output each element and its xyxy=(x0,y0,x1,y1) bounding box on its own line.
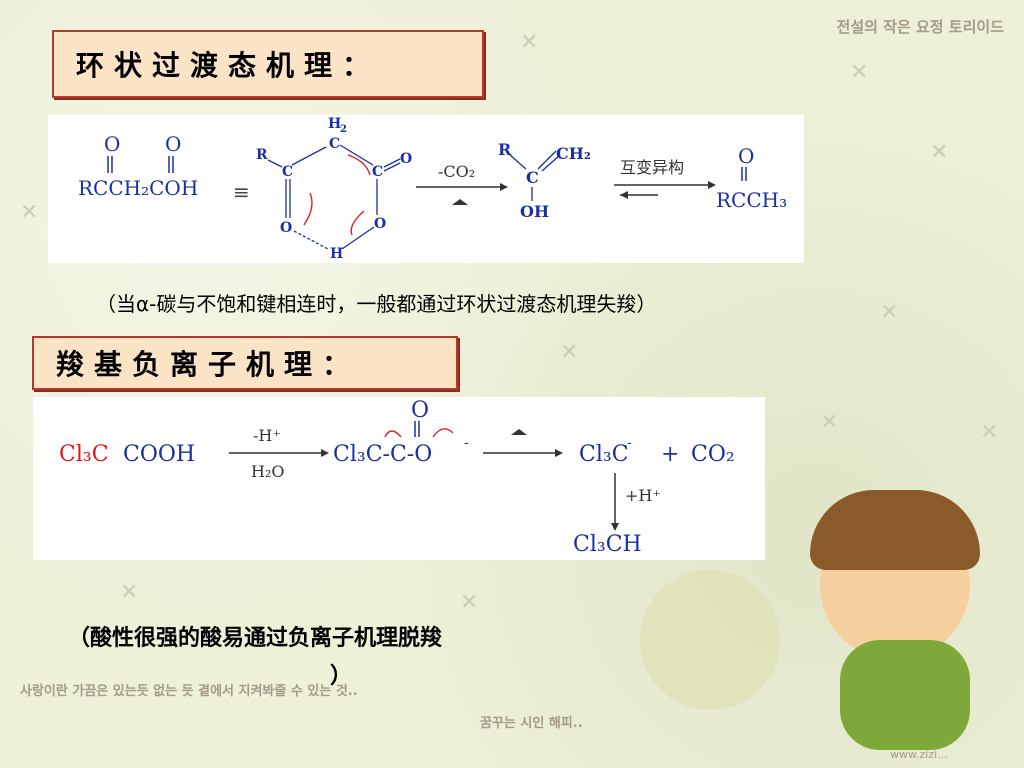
ring-o-left: O xyxy=(280,220,292,236)
carboxylate-mechanism-svg: Cl₃C COOH -H⁺ H₂O O Cl₃C-C-O - Cl₃C - + … xyxy=(59,398,735,557)
arrow1-label: -CO₂ xyxy=(438,162,475,181)
anion-charge: - xyxy=(464,435,469,451)
equivalence-sign: ≡ xyxy=(233,180,250,204)
ring-c-right: C xyxy=(372,164,383,180)
ring-r: R xyxy=(256,147,268,163)
anion-o: O xyxy=(411,398,429,423)
decor-x-mark: ✕ xyxy=(20,200,39,225)
ring-h-sub: 2 xyxy=(340,124,347,135)
decor-x-mark: ✕ xyxy=(980,420,999,445)
enol-r: R xyxy=(498,140,512,159)
decor-x-mark: ✕ xyxy=(880,300,899,325)
arrow-bottom-label: H₂O xyxy=(251,462,284,481)
footer-url: www.zizi... xyxy=(890,748,948,761)
fairy-illustration xyxy=(780,470,1020,760)
cyclic-mechanism-svg: O O RCCH₂COH ≡ H 2 C R C C O O O H xyxy=(78,116,787,262)
section1-note: （当α-碳与不饱和键相连时，一般都通过环状过渡态机理失羧） xyxy=(96,292,657,316)
product-o: O xyxy=(738,144,754,168)
section2-title: 羧基负离子机理： xyxy=(32,336,458,390)
enol-ch2: CH₂ xyxy=(556,144,591,163)
section2-note-end: ） xyxy=(330,664,353,689)
decor-x-mark: ✕ xyxy=(820,410,839,435)
enol-oh: OH xyxy=(520,202,549,221)
product-formula: RCCH₃ xyxy=(716,188,787,212)
reactant-o1: O xyxy=(104,132,120,156)
decor-x-mark: ✕ xyxy=(460,590,479,615)
arrow2-label: 互变异构 xyxy=(620,158,684,177)
decor-x-mark: ✕ xyxy=(850,60,869,85)
reactant-cl3c: Cl₃C xyxy=(59,442,109,467)
decor-x-mark: ✕ xyxy=(930,140,949,165)
arrow-top-label: -H⁺ xyxy=(253,426,281,445)
product-cl3c: Cl₃C xyxy=(579,442,629,467)
enol-c: C xyxy=(526,168,539,187)
reactant-formula: RCCH₂COH xyxy=(78,176,198,200)
down-arrow-label: +H⁺ xyxy=(625,486,661,505)
ring-c-top: C xyxy=(329,136,340,152)
decor-x-mark: ✕ xyxy=(120,580,139,605)
decor-x-mark: ✕ xyxy=(560,340,579,365)
plus-sign: + xyxy=(661,442,679,467)
ring-o-right: O xyxy=(400,151,412,167)
reactant-o2: O xyxy=(165,132,181,156)
decor-x-mark: ✕ xyxy=(520,30,539,55)
anion-formula: Cl₃C-C-O xyxy=(333,442,432,467)
section1-title: 环状过渡态机理： xyxy=(52,30,484,98)
footer-korean-line1: 사랑이란 가끔은 있는듯 없는 듯 곁에서 지켜봐줄 수 있는 것.. xyxy=(20,684,358,699)
final-product: Cl₃CH xyxy=(573,532,642,557)
goblin-illustration xyxy=(640,570,780,710)
header-watermark: 전설의 작은 요정 토리이드 xyxy=(836,18,1004,36)
ring-o-bottom: O xyxy=(374,216,386,232)
product-co2: CO₂ xyxy=(691,442,735,467)
ring-h: H xyxy=(328,116,341,132)
cyclic-mechanism-diagram: O O RCCH₂COH ≡ H 2 C R C C O O O H xyxy=(48,115,804,263)
ring-h-bottom: H xyxy=(330,246,343,262)
ring-c-left: C xyxy=(282,164,293,180)
section2-note: （酸性很强的酸易通过负离子机理脱羧 xyxy=(68,626,443,651)
reactant-cooh: COOH xyxy=(123,442,195,467)
footer-korean-line2: 꿈꾸는 시인 해피.. xyxy=(480,716,583,731)
carboxylate-mechanism-diagram: Cl₃C COOH -H⁺ H₂O O Cl₃C-C-O - Cl₃C - + … xyxy=(33,397,765,560)
product-cl3c-charge: - xyxy=(627,435,632,451)
